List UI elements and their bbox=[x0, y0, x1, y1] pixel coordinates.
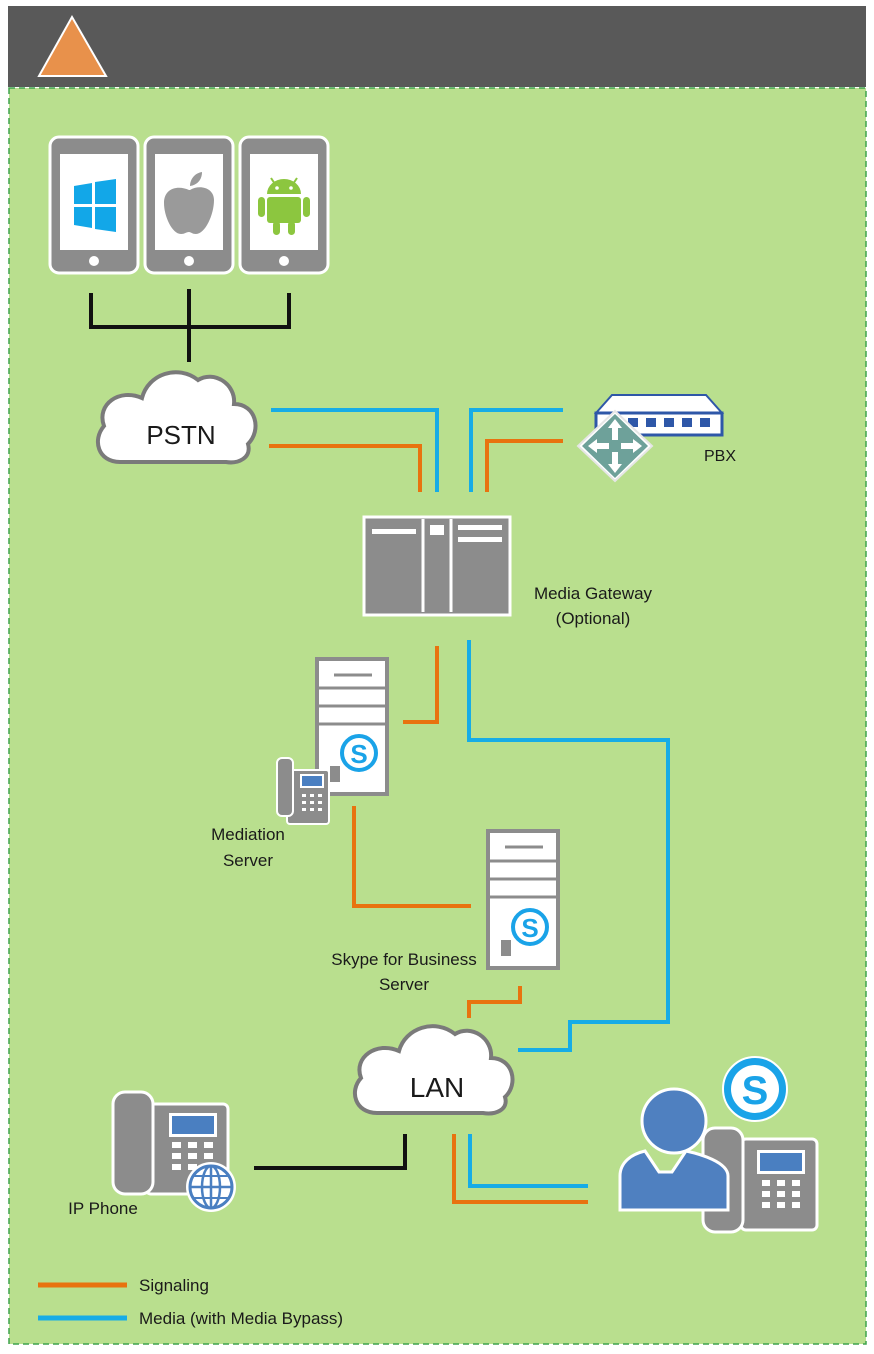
sfb-server-tower-icon: S bbox=[486, 829, 560, 970]
legend: Signaling Media (with Media Bypass) bbox=[38, 1276, 343, 1328]
ip-phone-label: IP Phone bbox=[68, 1199, 138, 1218]
globe-icon bbox=[186, 1162, 236, 1212]
media-pstn-to-gateway bbox=[271, 408, 439, 492]
media-gateway-label-line2: (Optional) bbox=[556, 609, 631, 628]
signal-lan-to-user bbox=[452, 1134, 588, 1204]
mediation-label-line1: Mediation bbox=[211, 825, 285, 844]
header-warning-triangle-icon bbox=[37, 14, 108, 77]
signal-pstn-to-gateway bbox=[269, 444, 422, 492]
svg-text:S: S bbox=[521, 913, 538, 943]
legend-signaling-label: Signaling bbox=[139, 1276, 209, 1295]
media-lines bbox=[271, 408, 670, 1188]
media-pbx-to-gateway bbox=[469, 408, 563, 492]
media-gateway-label-line1: Media Gateway bbox=[534, 584, 653, 603]
sfb-label-line2: Server bbox=[379, 975, 429, 994]
svg-text:S: S bbox=[350, 739, 367, 769]
pbx-label: PBX bbox=[704, 448, 736, 465]
mobile-device-windows bbox=[48, 135, 140, 275]
mediation-desk-phone-icon bbox=[276, 757, 330, 825]
mobile-device-android bbox=[238, 135, 330, 275]
mediation-skype-logo-icon: S bbox=[338, 732, 380, 774]
mediation-server-tower-icon: S bbox=[315, 657, 389, 796]
user-skype-logo-icon: S bbox=[722, 1056, 788, 1122]
media-lan-to-user bbox=[468, 1134, 588, 1188]
user-with-phone-icon: S bbox=[618, 1056, 819, 1234]
ip-phone-globe-icon bbox=[111, 1090, 236, 1212]
mobile-device-apple bbox=[143, 135, 235, 275]
signal-mediation-to-sfb bbox=[352, 806, 471, 908]
ipphone-to-lan-wire bbox=[254, 1134, 407, 1170]
lan-cloud: LAN bbox=[352, 1024, 515, 1116]
mobiles-to-pstn-wire bbox=[89, 289, 291, 362]
media-gateway-to-lan bbox=[467, 640, 670, 1052]
apple-logo-icon bbox=[164, 172, 214, 234]
sfb-skype-logo-icon: S bbox=[509, 906, 551, 948]
pstn-cloud: PSTN bbox=[95, 370, 258, 465]
signaling-lines bbox=[269, 439, 588, 1204]
signal-pbx-to-gateway bbox=[485, 439, 563, 492]
pbx-router-icon bbox=[576, 394, 725, 483]
legend-media-label: Media (with Media Bypass) bbox=[139, 1309, 343, 1328]
android-logo-icon bbox=[258, 177, 310, 235]
pstn-label: PSTN bbox=[146, 420, 215, 450]
lan-label: LAN bbox=[410, 1072, 464, 1103]
svg-text:S: S bbox=[742, 1069, 769, 1113]
signal-gateway-to-mediation bbox=[403, 646, 439, 724]
windows-logo-icon bbox=[74, 179, 116, 232]
sfb-label-line1: Skype for Business bbox=[331, 950, 477, 969]
signal-sfb-to-lan bbox=[467, 986, 522, 1018]
mediation-label-line2: Server bbox=[223, 851, 273, 870]
user-person-icon bbox=[618, 1087, 730, 1212]
media-gateway-rack-icon bbox=[362, 515, 512, 617]
header-bar bbox=[8, 6, 866, 87]
